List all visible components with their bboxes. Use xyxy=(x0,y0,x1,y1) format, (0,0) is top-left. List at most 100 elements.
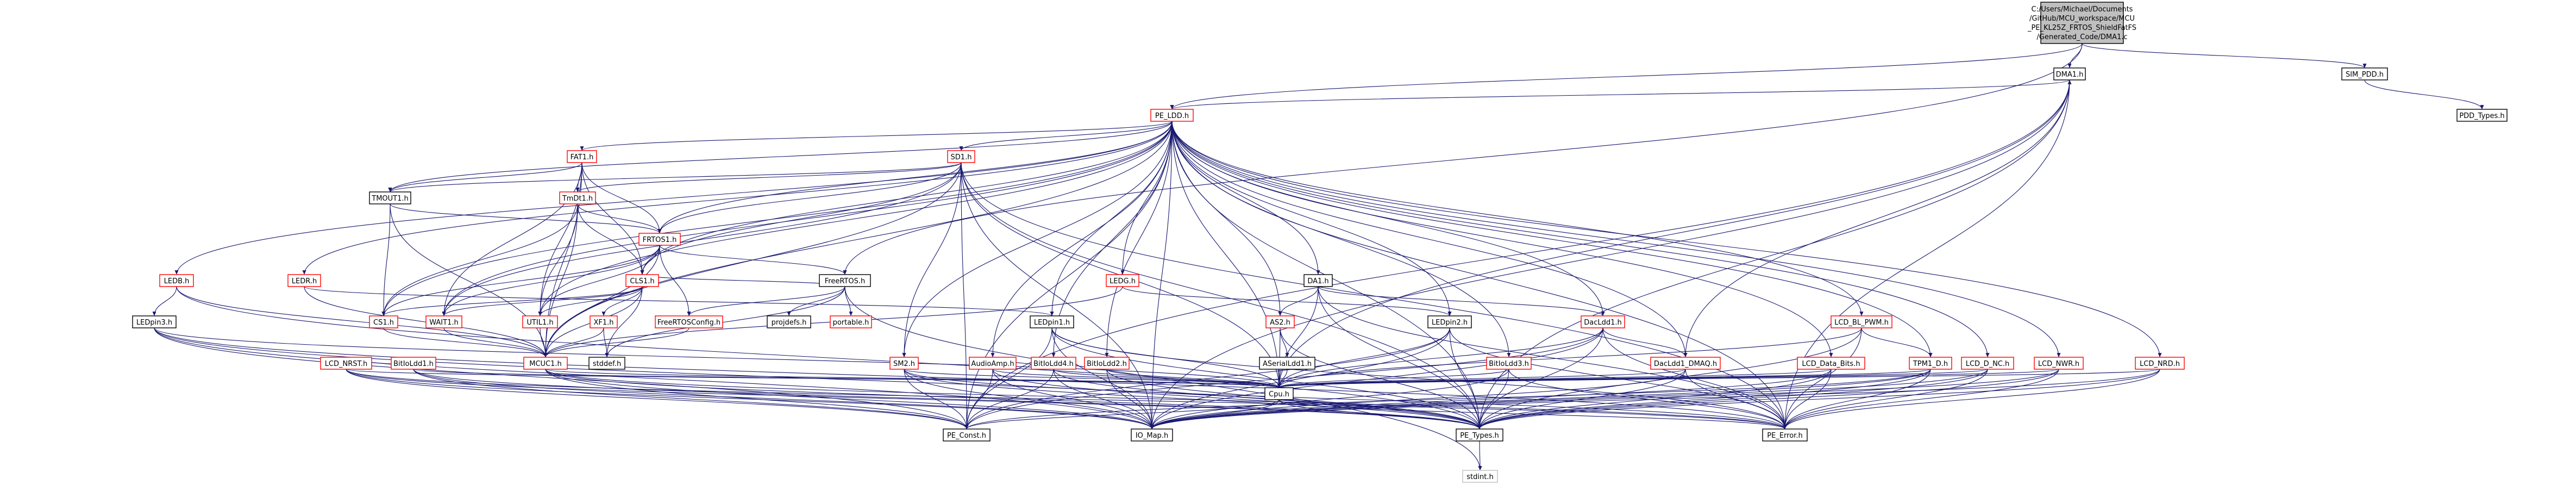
node-dma1-h[interactable]: DMA1.h xyxy=(2053,67,2086,80)
node-sd1-h[interactable]: SD1.h xyxy=(947,150,975,163)
svg-text:LCD_D_NC.h: LCD_D_NC.h xyxy=(1966,360,2010,368)
node-util1-h[interactable]: UTIL1.h xyxy=(522,315,558,328)
node-tpm1-d-h[interactable]: TPM1_D.h xyxy=(1909,357,1952,370)
node-wait1-h[interactable]: WAIT1.h xyxy=(425,315,462,328)
node-pe-error-h[interactable]: PE_Error.h xyxy=(1762,428,1808,442)
edge-fat1-to-cls1 xyxy=(581,162,644,275)
edge-bitioldd3-to-pe_error xyxy=(1508,369,1787,430)
svg-text:LEDB.h: LEDB.h xyxy=(164,277,190,285)
edge-lcd_bl_pwm-to-pe_error xyxy=(1783,327,1862,430)
node-lcd-data-bits-h[interactable]: LCD_Data_Bits.h xyxy=(1797,357,1865,370)
node-audioamp-h[interactable]: AudioAmp.h xyxy=(969,357,1017,370)
edge-freertosconfig-to-mcuc1 xyxy=(543,327,690,358)
edge-sd1-to-pe_types xyxy=(961,162,1482,430)
node-portable-h[interactable]: portable.h xyxy=(830,315,872,328)
node-ledpin2-h[interactable]: LEDpin2.h xyxy=(1427,315,1472,328)
edge-ledpin3-to-cpu xyxy=(154,327,1281,388)
edge-dacldd1-to-dacldd1_dmaq xyxy=(1602,327,1688,358)
edge-audioamp-to-pe_types xyxy=(992,369,1482,430)
edge-frtos1-to-utils xyxy=(538,245,660,316)
svg-text:stdint.h: stdint.h xyxy=(1466,473,1493,481)
node-sim-pdd-h[interactable]: SIM_PDD.h xyxy=(2341,67,2388,80)
svg-text:AudioAmp.h: AudioAmp.h xyxy=(971,360,1014,368)
edge-pe_ldd-to-io_map xyxy=(1150,121,1173,430)
svg-text:BitIoLdd2.h: BitIoLdd2.h xyxy=(1087,360,1127,368)
node-ledpin1-h[interactable]: LEDpin1.h xyxy=(1030,315,1074,328)
edge-dacldd1_dmaq-to-pe_types xyxy=(1477,369,1686,430)
svg-text:XF1.h: XF1.h xyxy=(593,319,613,327)
edge-lcd_bl_pwm-to-tpm1_d xyxy=(1861,327,1933,358)
edge-pe_ldd-to-dacldd1 xyxy=(1171,121,1605,316)
edge-pe_ldd-to-lcd_d_nc xyxy=(1171,121,1990,358)
node-bitioldd4-h[interactable]: BitIoLdd4.h xyxy=(1031,357,1076,370)
edge-sm2-to-pe_error xyxy=(904,369,1787,430)
edge-pe_ldd-to-fat1 xyxy=(580,121,1173,151)
node-fat1-h[interactable]: FAT1.h xyxy=(567,150,597,163)
edge-sm2-to-pe_const xyxy=(904,369,969,430)
node-ledg-h[interactable]: LEDG.h xyxy=(1106,274,1139,287)
node-cpu-h[interactable]: Cpu.h xyxy=(1264,387,1294,400)
edge-pe_ldd-to-ledpin2 xyxy=(1171,121,1452,316)
node-lcd-nrd-h[interactable]: LCD_NRD.h xyxy=(2135,357,2185,370)
svg-text:SM2.h: SM2.h xyxy=(893,360,915,368)
node-pdd-types-h[interactable]: PDD_Types.h xyxy=(2456,109,2508,122)
node-lcd-nwr-h[interactable]: LCD_NWR.h xyxy=(2034,357,2084,370)
node-xf1-h[interactable]: XF1.h xyxy=(590,315,618,328)
node-ledpin3-h[interactable]: LEDpin3.h xyxy=(132,315,177,328)
edge-cls1-to-stddef xyxy=(605,286,643,358)
node-io-map-h[interactable]: IO_Map.h xyxy=(1131,428,1173,442)
edge-tpm1_d-to-io_map xyxy=(1150,369,1931,430)
node-mcuc1-h[interactable]: MCUC1.h xyxy=(523,357,568,370)
node-freertos-h[interactable]: FreeRTOS.h xyxy=(819,274,871,287)
edge-pe_ldd-to-lcd_nwr xyxy=(1171,121,2061,358)
node-dacldd1-dmaq-h[interactable]: DacLdd1_DMAQ.h xyxy=(1650,357,1721,370)
node-dacldd1-h[interactable]: DacLdd1.h xyxy=(1581,315,1625,328)
node-bitioldd2-h[interactable]: BitIoLdd2.h xyxy=(1084,357,1130,370)
edge-mcuc1-to-pe_types xyxy=(545,369,1482,430)
node-projdefs-h[interactable]: projdefs.h xyxy=(767,315,811,328)
svg-text:C:/Users/Michael/Documents: C:/Users/Michael/Documents xyxy=(2032,5,2133,14)
edge-lcd_nrd-to-io_map xyxy=(1150,369,2160,430)
node-ledb-h[interactable]: LEDB.h xyxy=(159,274,194,287)
node-frtos1-h[interactable]: FRTOS1.h xyxy=(638,233,681,246)
edge-frtos1-to-freertos xyxy=(659,245,847,275)
edge-lcd_d_nc-to-io_map xyxy=(1150,369,1988,430)
node-freertosconfig-h[interactable]: FreeRTOSConfig.h xyxy=(655,315,723,328)
edge-pe_ldd-to-cpu xyxy=(1171,121,1281,388)
svg-text:LEDpin3.h: LEDpin3.h xyxy=(136,319,172,327)
node-pe-types-h[interactable]: PE_Types.h xyxy=(1456,428,1503,442)
edge-ledb-to-mcuc1 xyxy=(176,286,548,358)
node-lcd-nrst-h[interactable]: LCD_NRST.h xyxy=(320,357,372,370)
node-lcd-bl-pwm-h[interactable]: LCD_BL_PWM.h xyxy=(1831,315,1892,328)
node-aserialldd1-h[interactable]: ASerialLdd1.h xyxy=(1259,357,1315,370)
edge-lcd_nwr-to-io_map xyxy=(1150,369,2059,430)
svg-text:FreeRTOSConfig.h: FreeRTOSConfig.h xyxy=(657,319,720,327)
node-bitioldd1-h[interactable]: BitIoLdd1.h xyxy=(391,357,436,370)
svg-text:BitIoLdd3.h: BitIoLdd3.h xyxy=(1489,360,1529,368)
node-as2-h[interactable]: AS2.h xyxy=(1265,315,1295,328)
edge-frtos1-to-wait1 xyxy=(442,245,660,316)
node-sm2-h[interactable]: SM2.h xyxy=(889,357,919,370)
edge-mcuc1-to-io_map xyxy=(545,369,1154,430)
node-lcd-d-nc-h[interactable]: LCD_D_NC.h xyxy=(1961,357,2014,370)
node-stdint-h[interactable]: stdint.h xyxy=(1462,470,1498,483)
edge-lcd_d_nc-to-cpu xyxy=(1277,369,1988,388)
node-pe-const-h[interactable]: PE_Const.h xyxy=(943,428,991,442)
node-tmdt1-h[interactable]: TmDt1.h xyxy=(559,191,596,204)
node-tmout1-h[interactable]: TMOUT1.h xyxy=(369,191,411,204)
node-pe-ldd-h[interactable]: PE_LDD.h xyxy=(1150,109,1194,122)
node-led-r-h[interactable]: LEDR.h xyxy=(287,274,321,287)
edge-frtos1-to-cs1 xyxy=(381,245,660,316)
node-stddef-h[interactable]: stddef.h xyxy=(588,357,625,370)
edge-dacldd1_dmaq-to-dma1 xyxy=(1685,79,2072,358)
edge-fat1-to-wait1 xyxy=(442,162,582,316)
edge-pe_ldd-to-bitioldd2 xyxy=(1105,121,1173,358)
node-cls1-h[interactable]: CLS1.h xyxy=(625,274,659,287)
node-da1-h[interactable]: DA1.h xyxy=(1303,274,1333,287)
edge-bitioldd3-to-io_map xyxy=(1150,369,1509,430)
node-bitioldd3-h[interactable]: BitIoLdd3.h xyxy=(1486,357,1532,370)
edge-sd1-to-pe_const xyxy=(961,162,969,430)
edge-lcd_nrd-to-cpu xyxy=(1277,369,2160,388)
node-cs1-h[interactable]: CS1.h xyxy=(369,315,398,328)
svg-text:CLS1.h: CLS1.h xyxy=(630,277,654,285)
